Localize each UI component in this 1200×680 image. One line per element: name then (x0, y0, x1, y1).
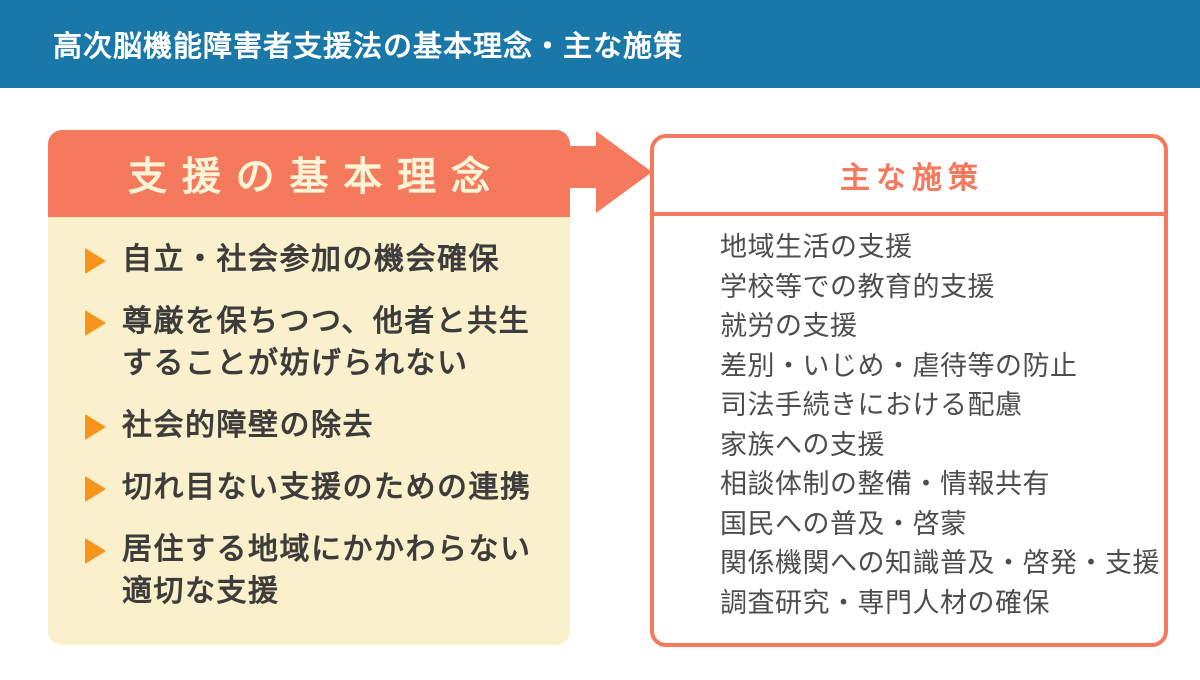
measure-item: 国民への普及・啓蒙 (720, 508, 968, 539)
measures-panel: 主な施策 地域生活の支援 学校等での教育的支援 就労の支援 差別・いじめ・虐待等… (650, 134, 1168, 647)
measure-item: 調査研究・専門人材の確保 (720, 587, 1050, 618)
principle-item-label: 居住する地域にかかわらない 適切な支援 (122, 533, 532, 608)
triangle-bullet-icon (85, 538, 106, 564)
measures-list: 地域生活の支援 学校等での教育的支援 就労の支援 差別・いじめ・虐待等の防止 司… (654, 216, 1164, 623)
principles-title: 支援の基本理念 (128, 155, 505, 199)
page-title: 高次脳機能障害者支援法の基本理念・主な施策 (53, 31, 684, 63)
principles-list: 自立・社会参加の機会確保 尊厳を保ちつつ、他者と共生 することが妨げられない 社… (85, 239, 562, 613)
principles-panel: 支援の基本理念 自立・社会参加の機会確保 尊厳を保ちつつ、他者と共生 することが… (48, 130, 570, 645)
principle-item: 尊厳を保ちつつ、他者と共生 することが妨げられない (85, 301, 562, 385)
principle-item: 居住する地域にかかわらない 適切な支援 (85, 529, 562, 613)
triangle-bullet-icon (85, 248, 106, 274)
principle-item: 社会的障壁の除去 (85, 405, 562, 447)
principle-item-label: 切れ目ない支援のための連携 (122, 471, 532, 504)
principles-title-bar: 支援の基本理念 (48, 130, 570, 217)
measures-title: 主な施策 (654, 138, 1164, 216)
principle-item-label: 尊厳を保ちつつ、他者と共生 することが妨げられない (122, 305, 531, 380)
measure-item: 地域生活の支援 (720, 232, 913, 262)
principle-item: 自立・社会参加の機会確保 (85, 239, 562, 281)
principle-item-label: 自立・社会参加の機会確保 (122, 243, 500, 276)
measure-item: 学校等での教育的支援 (720, 271, 995, 302)
triangle-bullet-icon (85, 414, 106, 440)
triangle-bullet-icon (85, 310, 106, 336)
arrow-head (596, 131, 652, 213)
measure-item: 就労の支援 (720, 311, 858, 341)
measure-item: 家族への支援 (720, 429, 885, 460)
principles-body: 自立・社会参加の機会確保 尊厳を保ちつつ、他者と共生 することが妨げられない 社… (48, 217, 570, 645)
triangle-bullet-icon (85, 476, 106, 502)
principle-item: 切れ目ない支援のための連携 (85, 467, 562, 509)
arrow-tail (560, 146, 600, 188)
measure-item: 差別・いじめ・虐待等の防止 (720, 350, 1078, 381)
measure-item: 司法手続きにおける配慮 (720, 390, 1023, 420)
page-header: 高次脳機能障害者支援法の基本理念・主な施策 (0, 0, 1200, 88)
arrow-right-icon (560, 131, 652, 213)
principle-item-label: 社会的障壁の除去 (122, 409, 374, 442)
measure-item: 相談体制の整備・情報共有 (720, 469, 1050, 499)
measure-item: 関係機関への知識普及・啓発・支援 (720, 548, 1160, 578)
